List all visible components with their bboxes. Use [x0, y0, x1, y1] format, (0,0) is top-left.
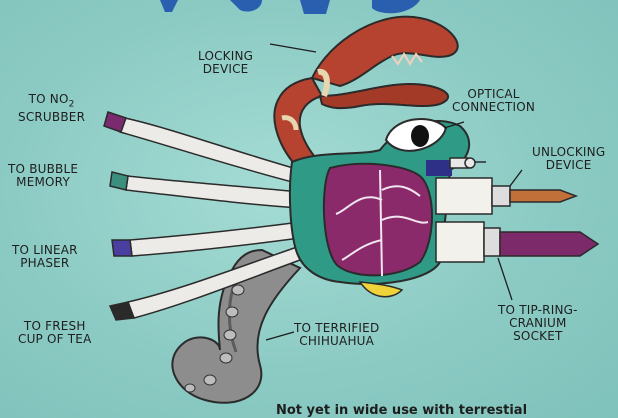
label-optical-connection: OPTICAL CONNECTION — [452, 88, 535, 114]
label-no2-line1: TO NO — [29, 92, 69, 106]
footer-caption: Not yet in wide use with terrestial — [276, 403, 527, 418]
label-unlocking-device: UNLOCKING DEVICE — [532, 146, 605, 172]
label-no2-scrubber: TO NO2 SCRUBBER — [18, 93, 85, 124]
label-no2-subscript: 2 — [69, 99, 75, 109]
label-bubble-memory: TO BUBBLE MEMORY — [8, 163, 78, 189]
label-terrified-chihuahua: TO TERRIFIED CHIHUAHUA — [294, 322, 379, 348]
label-no2-line2: SCRUBBER — [18, 110, 85, 124]
label-fresh-tea: TO FRESH CUP OF TEA — [18, 320, 92, 346]
title-fragment — [160, 0, 420, 14]
label-locking-device: LOCKING DEVICE — [198, 50, 253, 76]
plugs — [436, 158, 598, 262]
label-tip-ring-socket: TO TIP-RING- CRANIUM SOCKET — [498, 304, 578, 343]
label-linear-phaser: TO LINEAR PHASER — [12, 244, 78, 270]
